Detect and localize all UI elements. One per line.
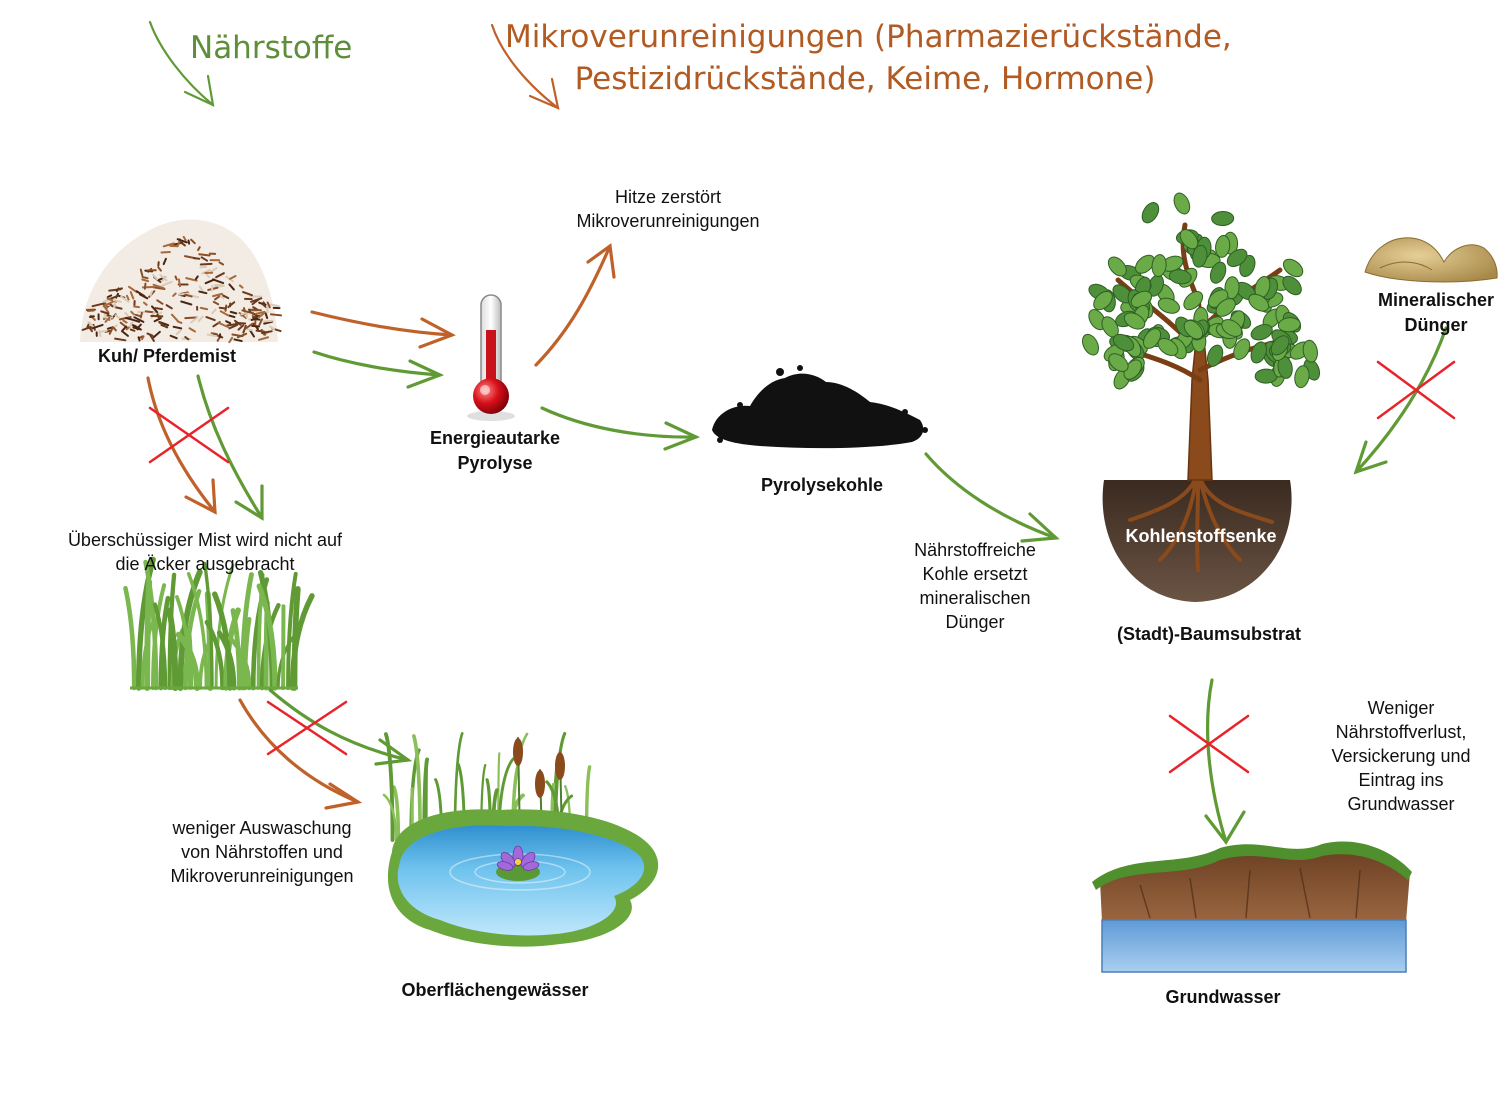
arrow-manure-micro-to-pyrolysis: [310, 310, 456, 349]
legend-micro-label: Mikroverunreinigungen (Pharmazierückstän…: [505, 16, 1232, 100]
replaces-annotation-line-2: Kohle ersetzt: [922, 564, 1028, 584]
charcoal-label: Pyrolysekohle: [760, 475, 884, 495]
arrow-heat-up: [534, 243, 616, 367]
arrow-manure-micro-to-field: [146, 376, 217, 515]
heat-annotation-line-2: Mikroverunreinigungen: [576, 211, 760, 231]
substrate-label: (Stadt)-Baumsubstrat: [1116, 624, 1301, 644]
blocked-cross-field: [266, 700, 348, 756]
water-lily-icon: [496, 845, 540, 871]
legend-micro-line-1: Mikroverunreinigungen (Pharmazierückstän…: [505, 19, 1232, 55]
excess-manure-annotation: Überschüssiger Mist wird nicht auf die Ä…: [40, 528, 370, 576]
leaching-line-3: Mikroverunreinigungen: [170, 866, 354, 886]
replaces-annotation: Nährstoffreiche Kohle ersetzt mineralisc…: [895, 538, 1055, 634]
replaces-annotation-line-3: mineralischen: [919, 588, 1031, 608]
pond-icon: [382, 731, 659, 947]
less-loss-line-1: Weniger: [1367, 698, 1435, 718]
less-loss-line-5: Grundwasser: [1347, 794, 1455, 814]
mineral-fertilizer-icon: [1364, 237, 1498, 283]
mineral-fertilizer-label-line-1: Mineralischer: [1377, 290, 1495, 310]
arrow-manure-nutrients-to-pyrolysis: [312, 350, 445, 389]
less-loss-line-4: Eintrag ins: [1358, 770, 1444, 790]
arrow-pyrolysis-to-charcoal: [540, 406, 701, 451]
blocked-cross-manure: [148, 406, 230, 464]
manure-label: Kuh/ Pferdemist: [97, 346, 237, 366]
leaching-line-2: von Nährstoffen und: [181, 842, 343, 862]
arrow-manure-nutrients-to-field: [196, 374, 264, 521]
pyrolysis-label-line-2: Pyrolyse: [457, 453, 533, 473]
pyrolysis-label: Energieautarke Pyrolyse: [405, 426, 585, 476]
blocked-cross-groundwater: [1168, 714, 1250, 774]
surface-water-label: Oberflächengewässer: [401, 980, 589, 1000]
replaces-annotation-line-4: Dünger: [945, 612, 1005, 632]
less-loss-line-3: Versickerung und: [1331, 746, 1471, 766]
arrow-charcoal-to-substrate: [924, 452, 1060, 543]
pyrolysis-label-line-1: Energieautarke: [429, 428, 561, 448]
less-loss-annotation: Weniger Nährstoffverlust, Versickerung u…: [1310, 696, 1492, 816]
mineral-fertilizer-label-line-2: Dünger: [1404, 315, 1468, 335]
groundwater-icon: [1092, 841, 1412, 973]
excess-manure-line-1: Überschüssiger Mist wird nicht auf: [67, 530, 343, 550]
mineral-fertilizer-label: Mineralischer Dünger: [1366, 288, 1506, 338]
thermometer-icon: [467, 294, 515, 421]
groundwater-label: Grundwasser: [1165, 987, 1281, 1007]
arrow-substrate-to-groundwater: [1204, 678, 1246, 845]
manure-heap-icon: [80, 219, 283, 344]
less-loss-line-2: Nährstoffverlust,: [1335, 722, 1467, 742]
grass-field-icon: [123, 556, 315, 691]
tree-icon: [1082, 192, 1321, 602]
legend-micro-line-2: Pestizidrückstände, Keime, Hormone): [574, 61, 1156, 97]
blocked-cross-mineral: [1376, 360, 1456, 420]
arrow-field-nutrients-to-water: [268, 688, 413, 766]
replaces-annotation-line-1: Nährstoffreiche: [914, 540, 1036, 560]
legend-nutrients-arrow: [148, 20, 215, 107]
charcoal-heap-icon: [712, 365, 928, 449]
legend-nutrients-label: Nährstoffe: [190, 30, 353, 66]
heat-annotation-line-1: Hitze zerstört: [614, 187, 722, 207]
legend-micro-arrow: [490, 23, 560, 110]
arrow-mineral-to-substrate: [1353, 326, 1448, 475]
arrow-field-micro-to-water: [238, 698, 363, 810]
heat-annotation: Hitze zerstört Mikroverunreinigungen: [548, 185, 788, 233]
leaching-line-1: weniger Auswaschung: [172, 818, 352, 838]
excess-manure-line-2: die Äcker ausgebracht: [115, 554, 295, 574]
leaching-annotation: weniger Auswaschung von Nährstoffen und …: [148, 816, 376, 888]
carbon-sink-label: Kohlenstoffsenke: [1125, 526, 1277, 546]
